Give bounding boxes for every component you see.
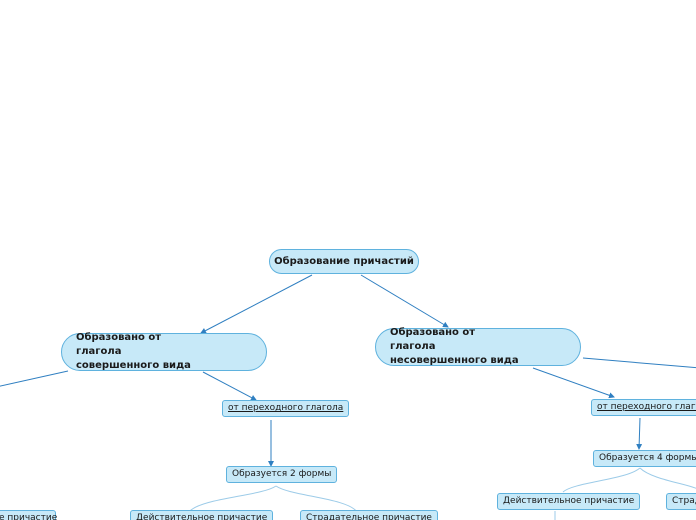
perfective-forms-node[interactable]: Образуется 2 формы [226,466,338,483]
root-node[interactable]: Образование причастий [269,249,419,274]
imperfective-transitive-node[interactable]: от переходного глагола [591,399,696,416]
perfective-node[interactable]: Образовано от глагола совершенного вида [61,332,267,371]
imperfective-node[interactable]: Образовано от глагола несовершенного вид… [375,327,581,366]
link-perfective-transitive [202,371,257,401]
perfective-node-label: Образовано от глагола совершенного вида [76,332,191,371]
imperfective-node-label: Образовано от глагола несовершенного вид… [390,327,519,366]
link-forms4-passive [639,467,696,489]
left-cut-participle-node[interactable]: Действительное причастие [0,510,57,520]
link-imperfective-right [582,357,696,369]
imperfective-forms-node[interactable]: Образуется 4 формы [593,450,696,467]
link-root-perfective [200,274,313,334]
perfective-active-participle-node[interactable]: Действительное причастие [130,510,274,520]
link-root-imperfective [360,274,449,328]
link-imperfective-transitive [532,367,615,399]
link-imperfective-transitive-forms [636,417,643,450]
imperfective-active-participle-node[interactable]: Действительное причастие [497,493,641,510]
link-forms-passive [275,485,358,513]
perfective-passive-participle-node[interactable]: Страдательное причастие [300,510,438,520]
link-perfective-left [0,370,69,387]
perfective-transitive-node[interactable]: от переходного глагола [222,400,350,417]
imperfective-passive-participle-node[interactable]: Страдательное причастие [666,493,696,510]
link-forms-active [188,485,277,513]
link-forms4-active [562,467,641,493]
